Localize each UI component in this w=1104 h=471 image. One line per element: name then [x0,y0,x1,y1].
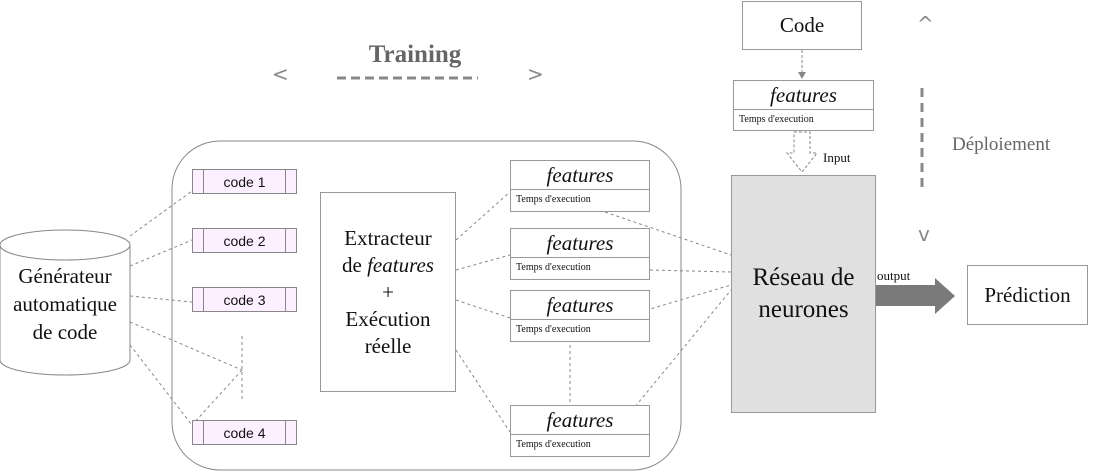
features-title: features [734,81,873,110]
features-subtitle: Temps d'execution [516,324,591,335]
extractor-line-5: réelle [364,333,412,358]
generator-line-2: automatique [13,292,117,316]
features-subtitle: Temps d'execution [739,114,814,125]
deploy-down-chevron: v [918,222,930,246]
features-subtitle: Temps d'execution [516,194,591,205]
neural-network-box: Réseau de neurones [731,175,876,413]
extractor-line-3: + [382,279,394,304]
features-box-2: features Temps d'execution [510,228,650,280]
extractor-line-4: Exécution [345,306,431,331]
features-box-1: features Temps d'execution [510,160,650,212]
input-code-box: Code [742,1,862,50]
output-arrow [876,278,955,314]
input-arrow [785,131,819,173]
extractor-line-1: Extracteur [344,225,432,250]
training-title: Training [368,41,462,68]
features-box-3: features Temps d'execution [510,290,650,342]
generator-cylinder [0,229,131,376]
extractor-line-2: de features [342,252,434,277]
features-subtitle: Temps d'execution [516,439,591,450]
code-item-label: code 4 [223,424,266,441]
features-title: features [511,291,649,320]
deployment-label: Déploiement [952,134,1051,155]
code-item-2: code 2 [192,228,297,253]
features-title: features [511,229,649,258]
code-item-1: code 1 [192,169,297,194]
input-label: Input [823,150,851,165]
code-item-label: code 1 [223,173,266,190]
features-subtitle: Temps d'execution [516,262,591,273]
network-line-2: neurones [758,296,849,323]
deploy-features-box: features Temps d'execution [733,80,874,131]
training-right-chevron: > [527,62,544,86]
network-line-1: Réseau de [752,264,855,291]
extractor-box: Extracteur de features + Exécution réell… [320,192,456,392]
generator-label: Générateur automatique de code [0,262,130,346]
features-title: features [511,406,649,435]
code-item-3: code 3 [192,287,297,312]
training-left-chevron: < [272,62,289,86]
features-box-4: features Temps d'execution [510,405,650,457]
generator-line-3: de code [32,320,98,344]
deploy-up-chevron: ^ [917,12,934,36]
output-label: output [877,268,911,283]
features-title: features [511,161,649,190]
prediction-box: Prédiction [967,265,1088,325]
code-item-label: code 2 [223,232,266,249]
code-item-4: code 4 [192,420,297,445]
generator-line-1: Générateur [18,264,112,288]
code-item-label: code 3 [223,291,266,308]
generator-links [129,190,732,433]
